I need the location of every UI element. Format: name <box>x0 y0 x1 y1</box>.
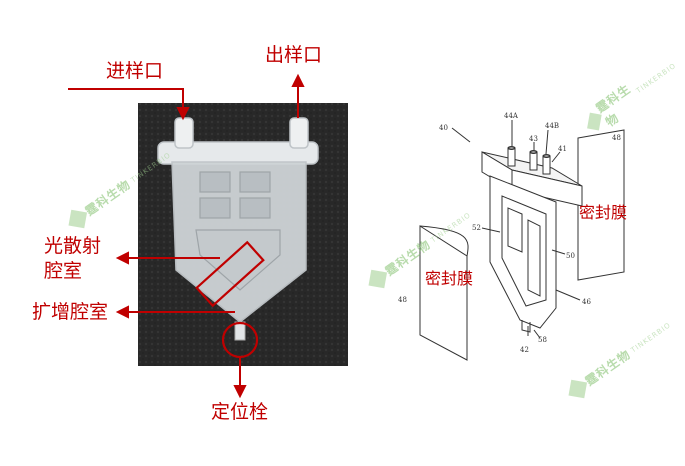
scatter-highlight-box <box>195 240 265 308</box>
ref-48-left: 48 <box>398 296 407 304</box>
sealing-film-right-label: 密封膜 <box>579 203 628 222</box>
amplification-chamber-label: 扩增腔室 <box>32 301 109 323</box>
watermark-logo-icon <box>587 112 602 131</box>
ref-41: 41 <box>558 145 567 153</box>
watermark-logo-icon <box>568 379 587 398</box>
ref-46: 46 <box>582 298 591 306</box>
right-film-panel <box>577 129 625 281</box>
ref-48-right: 48 <box>612 134 621 142</box>
locating-pin-label: 定位栓 <box>211 401 269 423</box>
ref-42: 42 <box>520 346 529 354</box>
ref-44a: 44A <box>504 112 519 120</box>
ref-52: 52 <box>472 224 481 232</box>
ref-50: 50 <box>566 252 575 260</box>
ref-43: 43 <box>529 135 538 143</box>
watermark-logo-icon <box>68 209 87 228</box>
ref-44b: 44B <box>545 122 559 130</box>
scatter-chamber-label-2: 腔室 <box>44 260 83 282</box>
ref-58: 58 <box>538 336 547 344</box>
inlet-label: 进样口 <box>106 60 164 82</box>
watermark-logo-icon <box>368 269 387 288</box>
ref-40: 40 <box>439 124 448 132</box>
scatter-chamber-label-1: 光散射 <box>44 235 102 257</box>
left-film-panel <box>419 225 468 361</box>
outlet-label: 出样口 <box>265 44 323 66</box>
sealing-film-left-label: 密封膜 <box>425 269 474 288</box>
